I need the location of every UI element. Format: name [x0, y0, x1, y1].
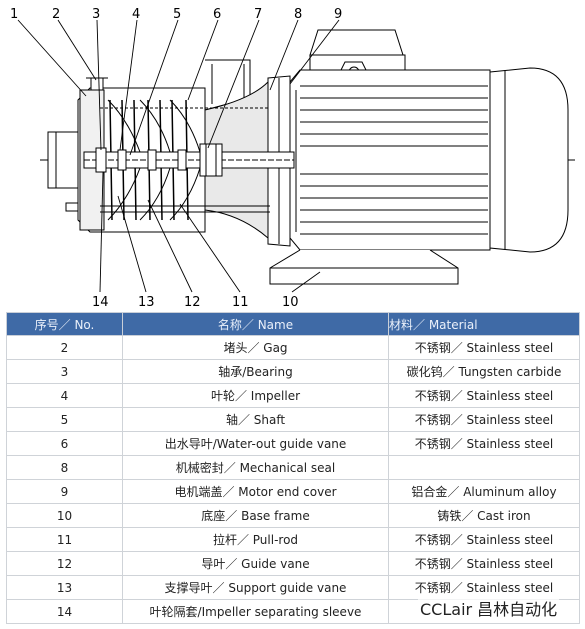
callout-10: 10	[282, 295, 299, 310]
part-number-cell: 10	[6, 503, 123, 528]
part-name-cell: 出水导叶/Water-out guide vane	[122, 431, 389, 456]
part-name-cell: 支撑导叶／ Support guide vane	[122, 575, 389, 600]
part-number-cell: 4	[6, 383, 123, 408]
callout-3: 3	[92, 7, 100, 22]
part-material-cell: 不锈钢／ Stainless steel	[388, 431, 580, 456]
part-name-cell: 机械密封／ Mechanical seal	[122, 455, 389, 480]
part-name-cell: 轴／ Shaft	[122, 407, 389, 432]
part-number-cell: 13	[6, 575, 123, 600]
callout-13: 13	[138, 295, 155, 310]
part-name-cell: 叶轮隔套/Impeller separating sleeve	[122, 599, 389, 624]
part-name-cell: 拉杆／ Pull-rod	[122, 527, 389, 552]
part-name-cell: 轴承/Bearing	[122, 359, 389, 384]
header-material: 材料／ Material	[388, 312, 580, 336]
callout-6: 6	[213, 7, 221, 22]
part-number-cell: 8	[6, 455, 123, 480]
part-number-cell: 3	[6, 359, 123, 384]
callout-7: 7	[254, 7, 262, 22]
callout-9: 9	[334, 7, 342, 22]
part-number-cell: 2	[6, 335, 123, 360]
part-material-cell	[388, 455, 580, 480]
part-material-cell: 不锈钢／ Stainless steel	[388, 383, 580, 408]
callout-14: 14	[92, 295, 109, 310]
part-material-cell: 不锈钢／ Stainless steel	[388, 527, 580, 552]
callout-11: 11	[232, 295, 249, 310]
part-material-cell: 铸铁／ Cast iron	[388, 503, 580, 528]
callout-12: 12	[184, 295, 201, 310]
callout-8: 8	[294, 7, 302, 22]
header-name: 名称／ Name	[122, 312, 389, 336]
table-header-row: 序号／ No. 名称／ Name 材料／ Material	[6, 312, 580, 336]
header-no: 序号／ No.	[6, 312, 123, 336]
part-number-cell: 14	[6, 599, 123, 624]
part-name-cell: 电机端盖／ Motor end cover	[122, 479, 389, 504]
part-number-cell: 12	[6, 551, 123, 576]
part-number-cell: 5	[6, 407, 123, 432]
part-name-cell: 底座／ Base frame	[122, 503, 389, 528]
part-material-cell: 不锈钢／ Stainless steel	[388, 407, 580, 432]
callout-1: 1	[10, 7, 18, 22]
part-material-cell: 铝合金／ Aluminum alloy	[388, 479, 580, 504]
part-name-cell: 导叶／ Guide vane	[122, 551, 389, 576]
part-number-cell: 6	[6, 431, 123, 456]
part-material-cell: 不锈钢／ Stainless steel	[388, 335, 580, 360]
part-number-cell: 11	[6, 527, 123, 552]
part-name-cell: 堵头／ Gag	[122, 335, 389, 360]
part-material-cell: 不锈钢／ Stainless steel	[388, 575, 580, 600]
part-material-cell: 碳化钨／ Tungsten carbide	[388, 359, 580, 384]
pump-cross-section-drawing: 1 2 3 4 5 6 7 8 9 10 11 12 13 14	[0, 0, 585, 312]
brand-watermark: CCLair 昌林自动化	[418, 596, 560, 620]
part-number-cell: 9	[6, 479, 123, 504]
part-name-cell: 叶轮／ Impeller	[122, 383, 389, 408]
callout-5: 5	[173, 7, 181, 22]
callout-4: 4	[132, 7, 140, 22]
callout-2: 2	[52, 7, 60, 22]
part-material-cell: 不锈钢／ Stainless steel	[388, 551, 580, 576]
